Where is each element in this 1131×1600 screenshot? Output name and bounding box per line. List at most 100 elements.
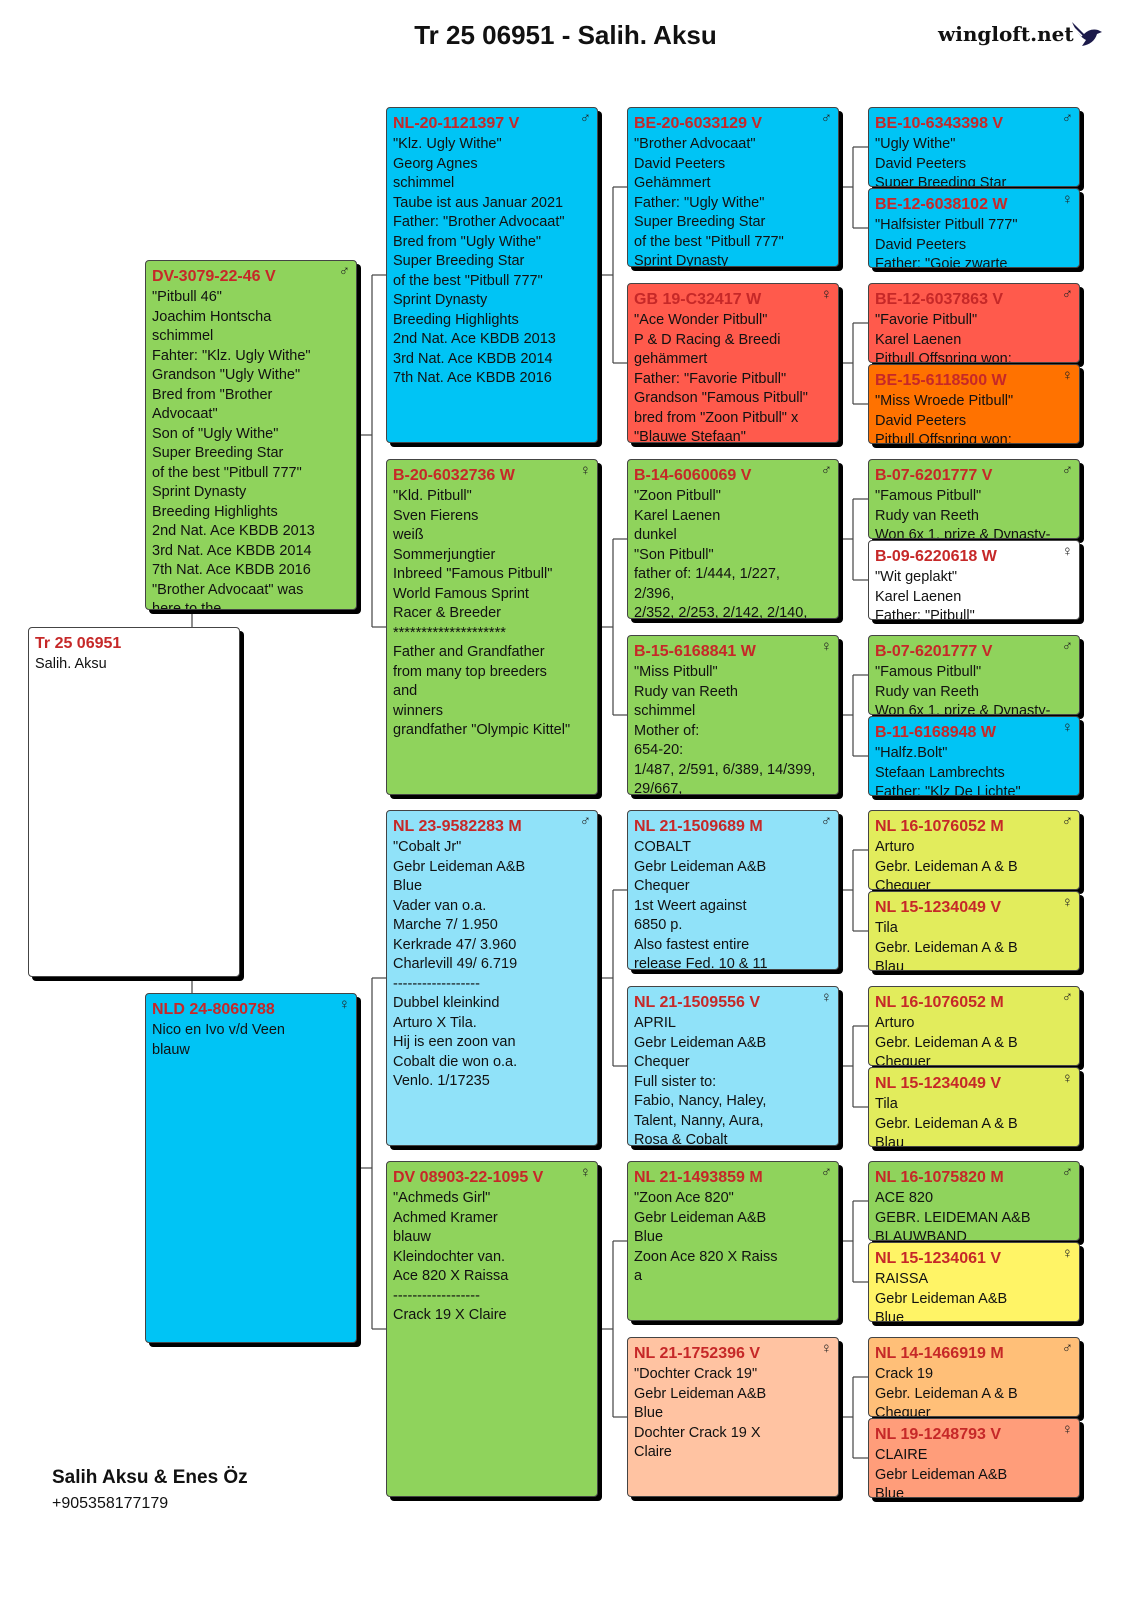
pigeon-info-line: Chequer bbox=[875, 1405, 931, 1417]
female-icon: ♀ bbox=[338, 996, 350, 1013]
pigeon-info-line: Gebr Leideman A&B bbox=[634, 1385, 767, 1402]
male-icon: ♂ bbox=[1061, 813, 1073, 830]
pigeon-info-line: a bbox=[634, 1268, 643, 1284]
pigeon-info-line: "Famous Pitbull" bbox=[875, 664, 982, 680]
pigeon-info-line: ------------------ bbox=[393, 975, 480, 992]
pigeon-info-line: Mother of: bbox=[634, 722, 700, 739]
ring-number: B-15-6168841 W bbox=[634, 643, 756, 660]
pigeon-info-line: Pitbull Offspring won: bbox=[875, 432, 1012, 444]
pigeon-info-line: Hij is een zoon van bbox=[393, 1034, 516, 1050]
pigeon-info-line: Father: "Ugly Withe" bbox=[634, 194, 765, 211]
great-great-grandparent-card[interactable]: BE-15-6118500 W♀"Miss Wroede Pitbull"Dav… bbox=[868, 364, 1080, 444]
great-grandparent-card[interactable]: B-15-6168841 W♀"Miss Pitbull"Rudy van Re… bbox=[627, 635, 839, 795]
pigeon-info-line: Dubbel kleinkind bbox=[393, 995, 500, 1011]
pigeon-info-line: and bbox=[393, 683, 418, 699]
ring-number: NL-20-1121397 V bbox=[393, 115, 520, 132]
pigeon-info-line: "Halfsister Pitbull 777" bbox=[875, 217, 1018, 233]
pigeon-info-line: GEBR. LEIDEMAN A&B bbox=[875, 1209, 1031, 1226]
pigeon-info-line: Father: "Favorie Pitbull" bbox=[634, 370, 787, 387]
pigeon-info-line: Stefaan Lambrechts bbox=[875, 764, 1005, 781]
female-icon: ♀ bbox=[1061, 367, 1073, 384]
pigeon-info-line: 654-20: bbox=[634, 742, 684, 758]
pigeon-info-line: 3rd Nat. Ace KBDB 2014 bbox=[393, 350, 553, 367]
ring-number: DV 08903-22-1095 V bbox=[393, 1169, 544, 1186]
grandparent-card[interactable]: B-20-6032736 W♀"Kld. Pitbull"Sven Fieren… bbox=[386, 459, 598, 795]
great-great-grandparent-card[interactable]: BE-10-6343398 V♂"Ugly Withe"David Peeter… bbox=[868, 107, 1080, 187]
pigeon-info-line: Kleindochter van. bbox=[393, 1248, 506, 1265]
pigeon-info-line: Sprint Dynasty bbox=[393, 292, 488, 308]
sire-card[interactable]: DV-3079-22-46 V♂"Pitbull 46"Joachim Hont… bbox=[145, 260, 357, 610]
male-icon: ♂ bbox=[1061, 286, 1073, 303]
pigeon-info-line: "Wit geplakt" bbox=[875, 569, 958, 585]
great-great-grandparent-card[interactable]: B-07-6201777 V♂"Famous Pitbull"Rudy van … bbox=[868, 459, 1080, 539]
pigeon-info-line: Arturo bbox=[875, 1015, 915, 1031]
great-grandparent-card[interactable]: GB 19-C32417 W♀"Ace Wonder Pitbull"P & D… bbox=[627, 283, 839, 443]
great-grandparent-card[interactable]: NL 21-1752396 V♀"Dochter Crack 19"Gebr L… bbox=[627, 1337, 839, 1497]
pigeon-info-line: Zoon Ace 820 X Raiss bbox=[634, 1248, 778, 1265]
pigeon-info-line: COBALT bbox=[634, 839, 691, 855]
male-icon: ♂ bbox=[1061, 1164, 1073, 1181]
great-grandparent-card[interactable]: BE-20-6033129 V♂"Brother Advocaat"David … bbox=[627, 107, 839, 267]
grandparent-card[interactable]: NL-20-1121397 V♂"Klz. Ugly Withe"Georg A… bbox=[386, 107, 598, 443]
pigeon-info-line: Rudy van Reeth bbox=[634, 683, 738, 700]
grandparent-card[interactable]: DV 08903-22-1095 V♀"Achmeds Girl"Achmed … bbox=[386, 1161, 598, 1497]
great-grandparent-card[interactable]: NL 21-1493859 M♂"Zoon Ace 820"Gebr Leide… bbox=[627, 1161, 839, 1321]
male-icon: ♂ bbox=[1061, 110, 1073, 127]
great-great-grandparent-card[interactable]: BE-12-6038102 W♀"Halfsister Pitbull 777"… bbox=[868, 188, 1080, 268]
pigeon-info-line: 2/396, bbox=[634, 585, 675, 602]
female-icon: ♀ bbox=[579, 462, 591, 479]
pigeon-info-line: Achmed Kramer bbox=[393, 1209, 498, 1226]
pigeon-info-line: Vader van o.a. bbox=[393, 897, 487, 914]
pigeon-info-line: Gebr Leideman A&B bbox=[393, 858, 526, 875]
ring-number: B-07-6201777 V bbox=[875, 643, 993, 660]
pigeon-info-line: Father: "Goie zwarte bbox=[875, 256, 1008, 268]
pigeon-info-line: schimmel bbox=[634, 703, 696, 719]
pigeon-info-line: Super Breeding Star bbox=[152, 445, 284, 461]
pigeon-info-line: "Halfz.Bolt" bbox=[875, 745, 948, 761]
pigeon-info-line: Taube ist aus Januar 2021 bbox=[393, 194, 564, 211]
pigeon-info-line: Fabio, Nancy, Haley, bbox=[634, 1093, 767, 1109]
pigeon-info-line: David Peeters bbox=[875, 155, 967, 172]
pigeon-info-line: Crack 19 X Claire bbox=[393, 1307, 507, 1323]
male-icon: ♂ bbox=[1061, 462, 1073, 479]
great-great-grandparent-card[interactable]: B-07-6201777 V♂"Famous Pitbull"Rudy van … bbox=[868, 635, 1080, 715]
pigeon-info-line: Gebr Leideman A&B bbox=[875, 1290, 1008, 1307]
pigeon-info-line: Venlo. 1/17235 bbox=[393, 1073, 490, 1089]
female-icon: ♀ bbox=[1061, 894, 1073, 911]
pigeon-info-line: 7th Nat. Ace KBDB 2016 bbox=[393, 370, 552, 386]
ring-number: B-09-6220618 W bbox=[875, 548, 997, 565]
pigeon-info-line: Nico en Ivo v/d Veen bbox=[152, 1022, 285, 1038]
pigeon-info-line: 7th Nat. Ace KBDB 2016 bbox=[152, 562, 311, 578]
brand-name[interactable]: wingloft.net bbox=[938, 22, 1074, 46]
pigeon-info-line: Inbreed "Famous Pitbull" bbox=[393, 566, 553, 582]
pigeon-info-line: Chequer bbox=[634, 878, 690, 894]
pigeon-info-line: 2/352, 2/253, 2/142, 2/140, bbox=[634, 605, 808, 619]
pigeon-info-line: Breeding Highlights bbox=[152, 503, 278, 520]
ring-number: NL 21-1509689 M bbox=[634, 818, 763, 835]
ring-number: NL 23-9582283 M bbox=[393, 818, 522, 835]
pigeon-info-line: Father and Grandfather bbox=[393, 644, 545, 660]
great-great-grandparent-card[interactable]: B-09-6220618 W♀"Wit geplakt"Karel Laenen… bbox=[868, 540, 1080, 620]
great-great-grandparent-card[interactable]: B-11-6168948 W♀"Halfz.Bolt"Stefaan Lambr… bbox=[868, 716, 1080, 796]
great-grandparent-card[interactable]: B-14-6060069 V♂"Zoon Pitbull"Karel Laene… bbox=[627, 459, 839, 619]
ring-number: DV-3079-22-46 V bbox=[152, 268, 276, 285]
pigeon-info-line: Rudy van Reeth bbox=[875, 507, 979, 524]
pigeon-info-line: Arturo bbox=[875, 839, 915, 855]
great-great-grandparent-card[interactable]: BE-12-6037863 V♂"Favorie Pitbull"Karel L… bbox=[868, 283, 1080, 363]
grandparent-card[interactable]: NL 23-9582283 M♂"Cobalt Jr"Gebr Leideman… bbox=[386, 810, 598, 1146]
pigeon-info-line: 29/667, bbox=[634, 781, 683, 795]
ring-number: B-07-6201777 V bbox=[875, 467, 993, 484]
pigeon-info-line: blauw bbox=[393, 1229, 431, 1245]
